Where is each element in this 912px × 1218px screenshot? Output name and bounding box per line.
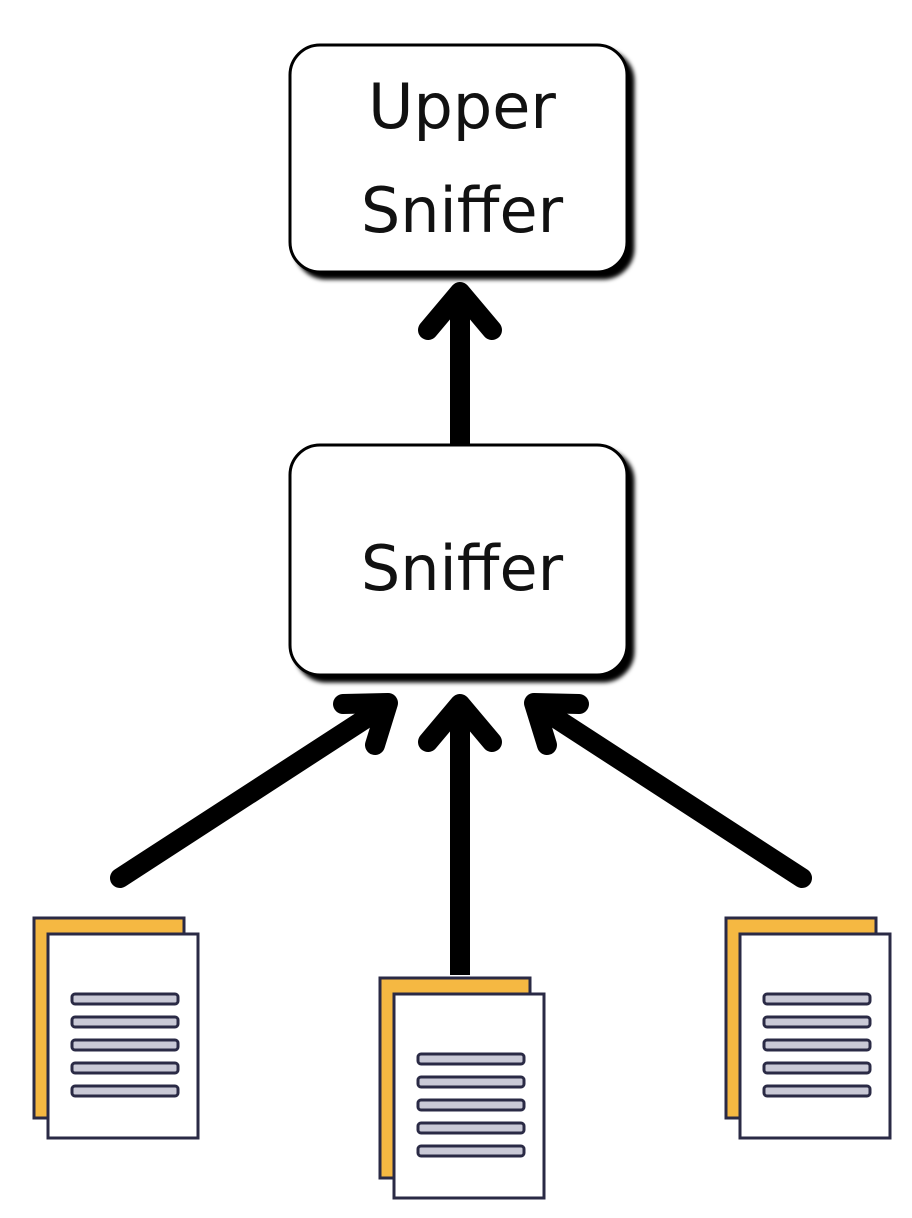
sniffer-node: Sniffer [288, 443, 629, 677]
arrow-sniffer-to-upper [418, 282, 502, 445]
upper-sniffer-label-line2: Sniffer [361, 174, 564, 247]
arrow-up-icon [524, 693, 589, 755]
arrow-right-doc-to-sniffer [524, 693, 812, 888]
upper-sniffer-node: Upper Sniffer [288, 43, 629, 274]
arrow-up-icon [333, 693, 398, 755]
arrow-left-doc-to-sniffer [110, 693, 398, 888]
arrow-center-doc-to-sniffer [418, 694, 502, 975]
arrow-up-icon [418, 694, 502, 752]
upper-sniffer-label-line1: Upper [368, 70, 556, 143]
document-stack-icon [32, 916, 200, 1140]
arrow-up-icon [418, 282, 502, 340]
document-stack-icon [378, 976, 546, 1200]
sniffer-label: Sniffer [361, 532, 564, 605]
document-stack-icon [724, 916, 892, 1140]
